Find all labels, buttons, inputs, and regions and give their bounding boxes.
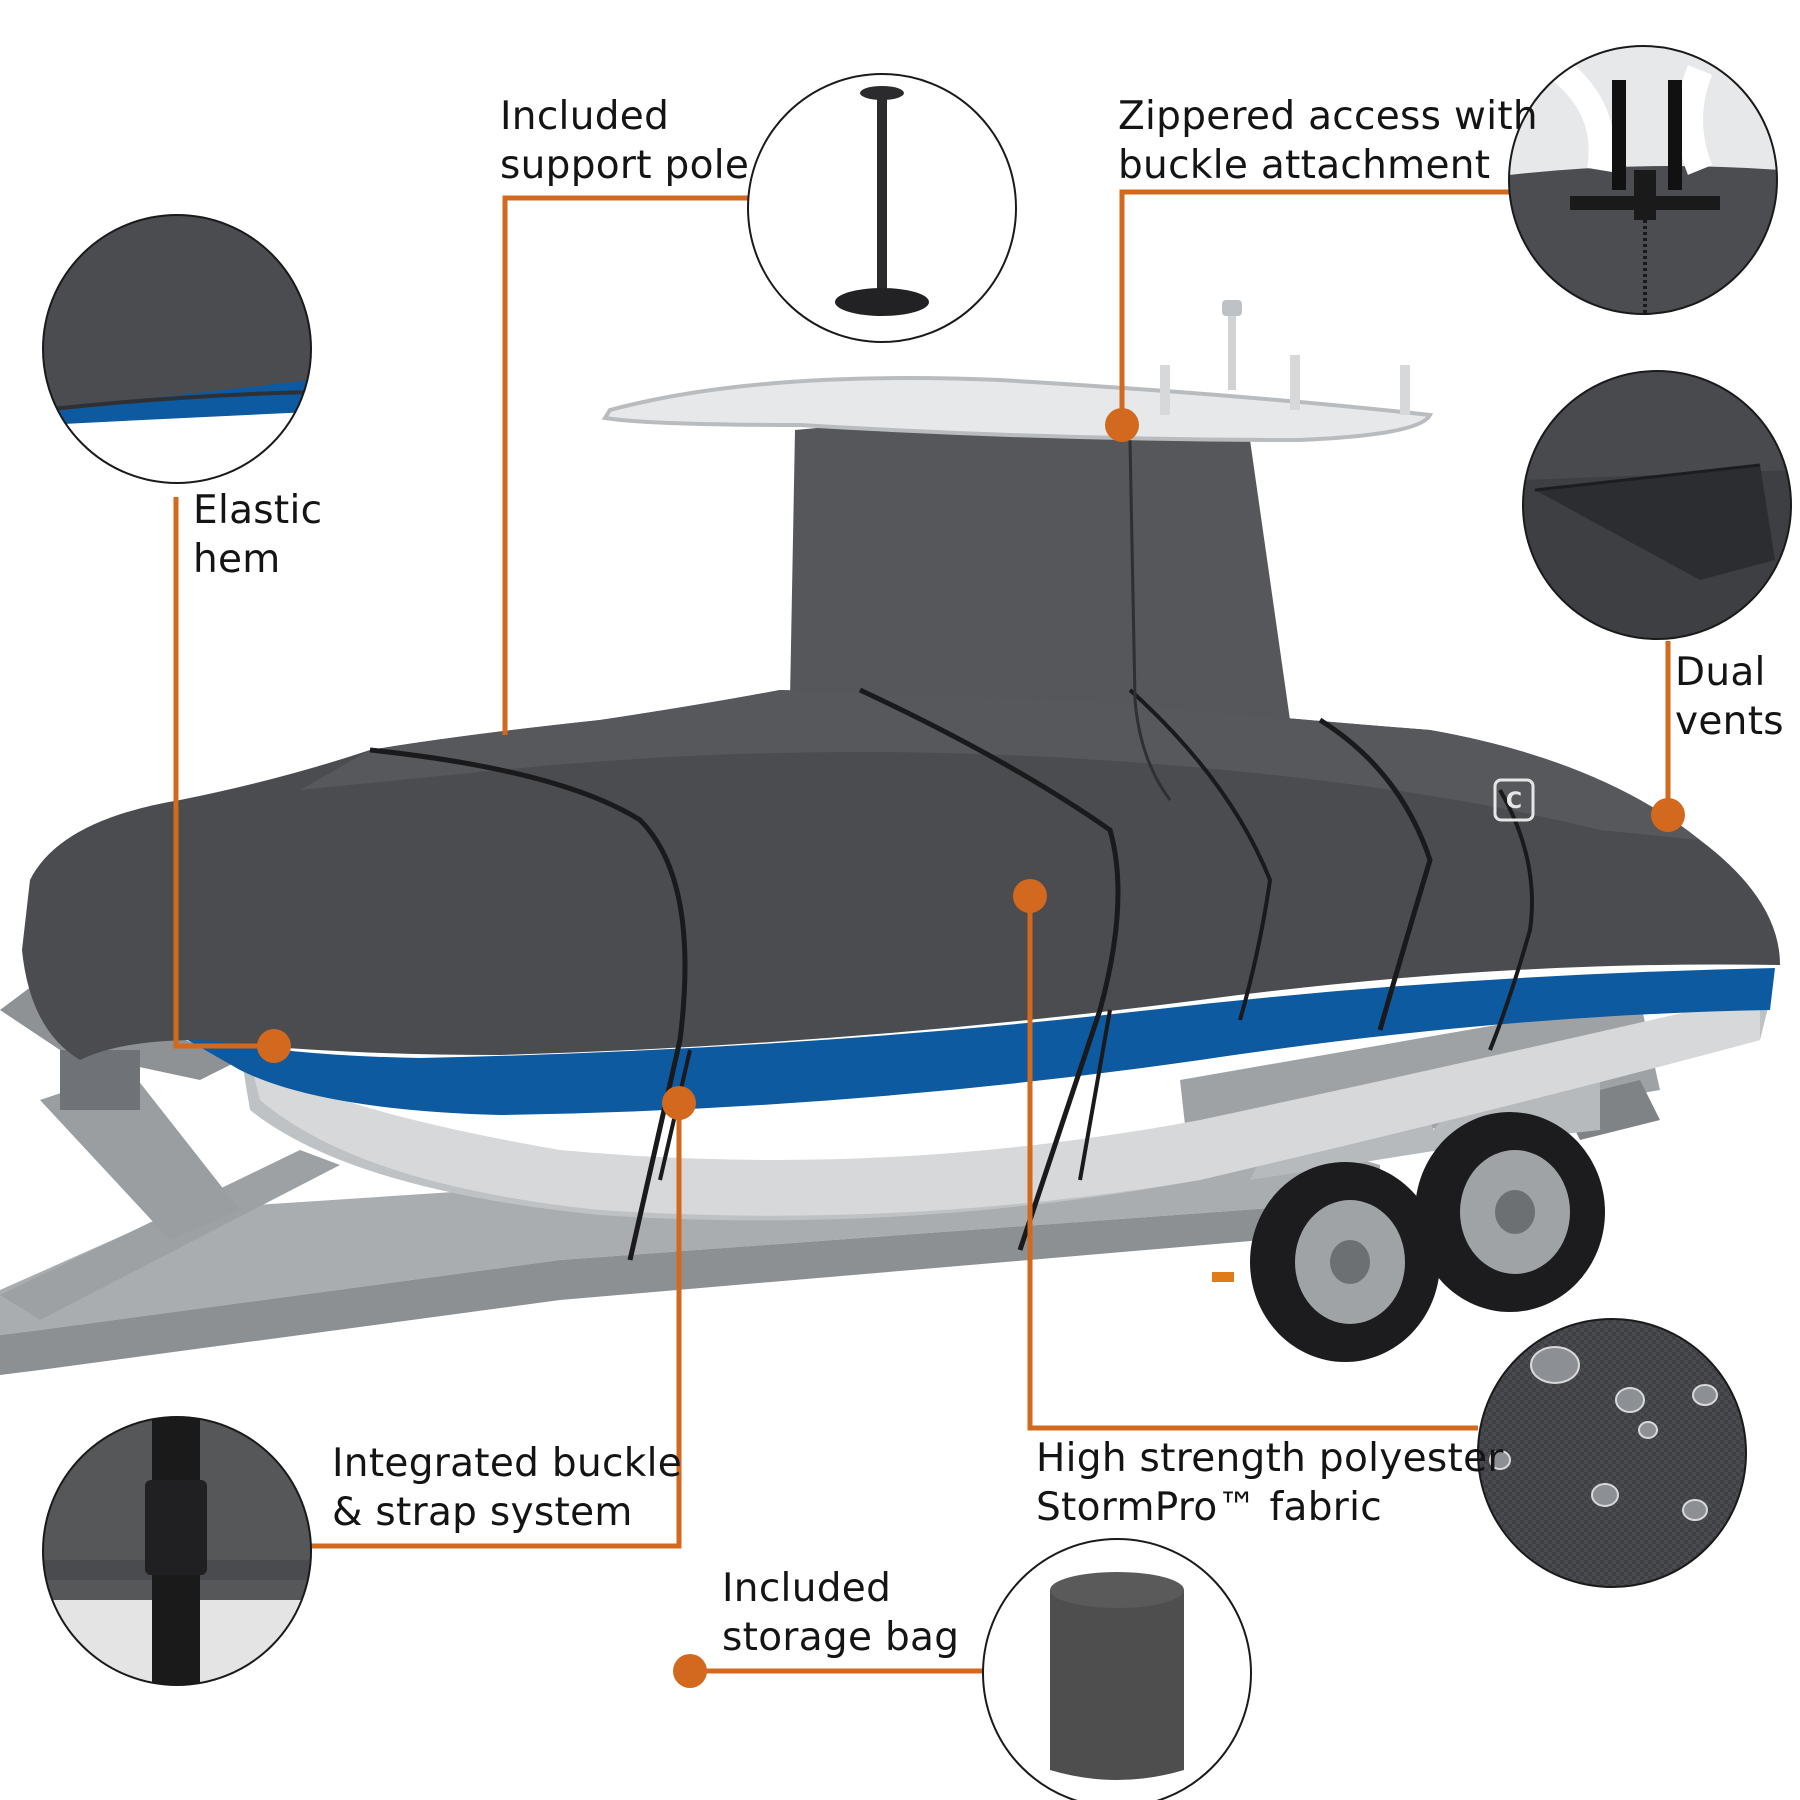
boat-hull <box>170 968 1775 1221</box>
callout-lines <box>173 189 1671 1674</box>
fabric-droplets-icon <box>1477 1318 1747 1588</box>
brand-logo: C <box>1493 778 1535 822</box>
feature-label-dual-vents: Dual vents <box>1675 650 1784 744</box>
feature-label-elastic-hem: Elastic hem <box>193 488 323 582</box>
support-pole-icon <box>747 73 1017 343</box>
elastic-hem-icon <box>42 214 312 484</box>
vent-icon <box>1522 370 1792 640</box>
feature-label-zippered-access: Zippered access with buckle attachment <box>1118 94 1538 188</box>
boat-cover: C <box>22 422 1780 1261</box>
feature-label-storage-bag: Included storage bag <box>722 1566 960 1660</box>
buckle-strap-icon <box>42 1416 312 1686</box>
trailer-wheel <box>1250 1162 1440 1362</box>
t-top-frame <box>601 300 1434 443</box>
storage-bag-icon <box>982 1538 1252 1800</box>
trailer-wheel <box>1415 1112 1605 1312</box>
feature-label-buckle-strap: Integrated buckle & strap system <box>332 1441 683 1535</box>
zipper-buckle-icon <box>1508 45 1778 315</box>
callout-dots <box>257 408 1685 1688</box>
feature-label-support-pole: Included support pole <box>500 94 750 188</box>
feature-label-fabric: High strength polyester StormPro™ fabric <box>1036 1436 1504 1530</box>
svg-text:C: C <box>1506 789 1522 814</box>
